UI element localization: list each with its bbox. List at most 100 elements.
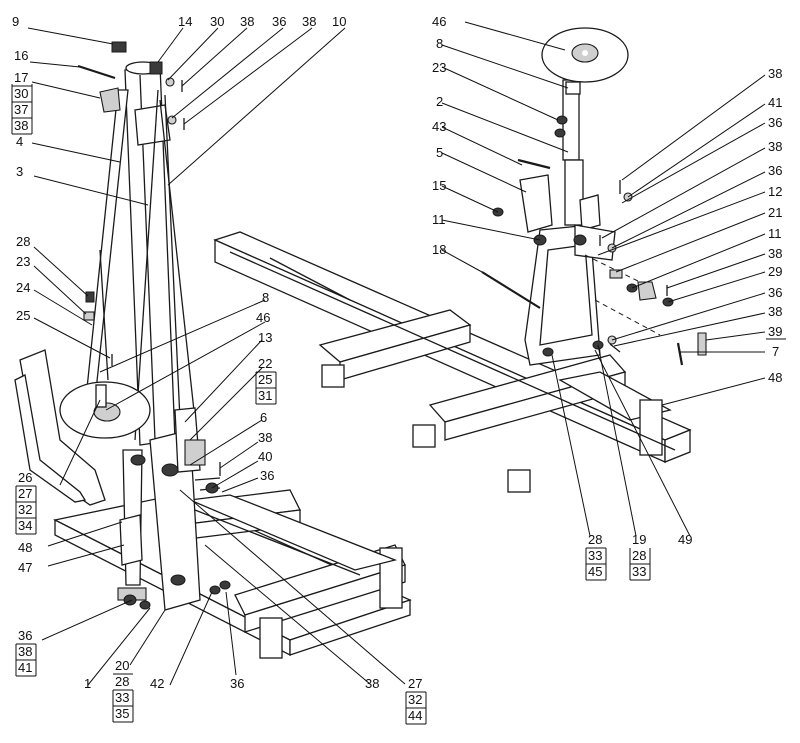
callout: 40 xyxy=(258,449,272,464)
callout: 18 xyxy=(432,242,446,257)
callout-stack-19: 19 28 33 xyxy=(629,532,651,581)
leader-lines xyxy=(27,21,766,686)
callout: 29 xyxy=(768,264,782,279)
callout: 34 xyxy=(18,518,32,533)
callout: 38 xyxy=(258,430,272,445)
callout: 32 xyxy=(18,502,32,517)
callout: 43 xyxy=(432,119,446,134)
callout: 27 xyxy=(18,486,32,501)
callout-stack-26: 26 27 32 34 xyxy=(15,470,37,535)
callout: 36 xyxy=(18,628,32,643)
callout: 32 xyxy=(408,692,422,707)
callout: 47 xyxy=(18,560,32,575)
callout: 4 xyxy=(16,134,23,149)
callout: 38 xyxy=(240,14,254,29)
callout: 41 xyxy=(768,95,782,110)
callout: 23 xyxy=(16,254,30,269)
callout: 30 xyxy=(14,86,28,101)
right-base-frame xyxy=(213,231,692,493)
callout: 38 xyxy=(365,676,379,691)
callout: 38 xyxy=(768,139,782,154)
callout: 37 xyxy=(14,102,28,117)
callout-stack-17: 17 30 37 38 xyxy=(11,70,33,135)
callout: 30 xyxy=(210,14,224,29)
callout: 33 xyxy=(632,564,646,579)
callout: 44 xyxy=(408,708,422,723)
callout: 25 xyxy=(16,308,30,323)
callout: 26 xyxy=(18,470,32,485)
callout: 24 xyxy=(16,280,30,295)
callout: 11 xyxy=(432,212,446,227)
callout: 15 xyxy=(432,178,446,193)
left-callouts: 9 14 30 38 36 38 10 16 17 30 37 38 4 3 2… xyxy=(11,14,427,725)
callout: 41 xyxy=(18,660,32,675)
callout: 28 xyxy=(588,532,602,547)
left-assembly xyxy=(14,41,412,659)
callout: 2 xyxy=(436,94,443,109)
callout: 5 xyxy=(436,145,443,160)
callout: 48 xyxy=(768,370,782,385)
callout: 36 xyxy=(272,14,286,29)
callout: 31 xyxy=(258,388,272,403)
left-seat-disk xyxy=(59,381,151,439)
callout: 38 xyxy=(768,304,782,319)
callout: 6 xyxy=(260,410,267,425)
callout: 38 xyxy=(14,118,28,133)
callout: 19 xyxy=(632,532,646,547)
callout: 7 xyxy=(772,344,779,359)
callout: 38 xyxy=(768,66,782,81)
callout: 16 xyxy=(14,48,28,63)
callout: 25 xyxy=(258,372,272,387)
left-mast xyxy=(85,61,231,611)
callout: 10 xyxy=(332,14,346,29)
callout-stack-27: 27 32 44 xyxy=(405,676,427,725)
right-mast xyxy=(481,79,661,366)
callout: 22 xyxy=(258,356,272,371)
callout: 39 xyxy=(768,324,782,339)
callout: 28 xyxy=(632,548,646,563)
callout: 3 xyxy=(16,164,23,179)
callout: 35 xyxy=(115,706,129,721)
callout-stack-28: 28 33 45 xyxy=(585,532,607,581)
callout: 45 xyxy=(588,564,602,579)
callout: 11 xyxy=(768,226,782,241)
callout: 13 xyxy=(258,330,272,345)
callout: 28 xyxy=(16,234,30,249)
callout: 36 xyxy=(768,115,782,130)
callout: 20 xyxy=(115,658,129,673)
callout-stack-22: 22 25 31 xyxy=(255,356,277,405)
callout: 46 xyxy=(432,14,446,29)
callout: 36 xyxy=(768,285,782,300)
callout: 38 xyxy=(768,246,782,261)
callout: 12 xyxy=(768,184,782,199)
callout: 36 xyxy=(768,163,782,178)
callout: 8 xyxy=(436,36,443,51)
callout: 21 xyxy=(768,205,782,220)
callout-stack-36: 36 38 41 xyxy=(15,628,37,677)
callout-stack-20: 20 28 33 35 xyxy=(112,658,134,723)
callout: 42 xyxy=(150,676,164,691)
callout: 48 xyxy=(18,540,32,555)
callout: 9 xyxy=(12,14,19,29)
right-assembly xyxy=(213,27,707,493)
callout: 38 xyxy=(302,14,316,29)
right-fasteners xyxy=(492,115,707,366)
callout: 36 xyxy=(260,468,274,483)
callout: 38 xyxy=(18,644,32,659)
callout: 17 xyxy=(14,70,28,85)
callout: 14 xyxy=(178,14,192,29)
callout: 33 xyxy=(588,548,602,563)
right-seat-disk xyxy=(541,27,629,95)
callout: 28 xyxy=(115,674,129,689)
callout: 33 xyxy=(115,690,129,705)
callout: 36 xyxy=(230,676,244,691)
right-callouts: 46 8 23 2 43 5 15 11 18 38 41 36 38 36 1… xyxy=(432,14,786,581)
callout: 46 xyxy=(256,310,270,325)
callout: 23 xyxy=(432,60,446,75)
callout: 1 xyxy=(84,676,91,691)
callout: 49 xyxy=(678,532,692,547)
callout: 8 xyxy=(262,290,269,305)
callout: 27 xyxy=(408,676,422,691)
